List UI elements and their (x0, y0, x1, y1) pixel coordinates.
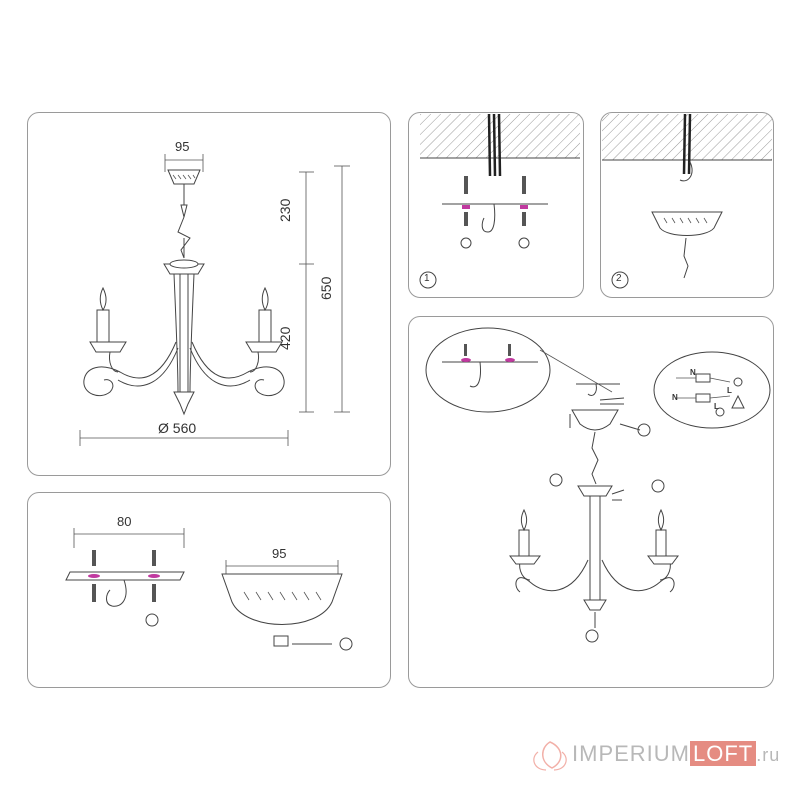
wire-label-l-top: L (727, 386, 732, 395)
dim-plate-width: 80 (117, 514, 132, 529)
step-number-1: 1 (424, 273, 430, 284)
assembly-drawing (425, 327, 771, 643)
watermark-loft: LOFT (690, 741, 757, 766)
mounting-parts-drawing (65, 528, 353, 651)
watermark-ru: .ru (756, 745, 781, 765)
watermark-imperium: IMPERIUM (572, 741, 690, 766)
wire-label-l-bottom: L (714, 402, 719, 411)
dim-total-height: 650 (318, 276, 334, 300)
dim-diameter: Ø 560 (158, 420, 197, 436)
chandelier-drawing (79, 154, 350, 446)
step1-drawing (419, 113, 580, 289)
wire-label-n-top: N (690, 368, 696, 377)
step-number-2: 2 (616, 273, 622, 284)
watermark-logo-icon (533, 741, 567, 771)
panel-chandelier-dimensions (27, 112, 391, 476)
dim-lower-height: 420 (277, 326, 293, 350)
dim-canopy-width: 95 (272, 546, 287, 561)
dim-upper-height: 230 (277, 198, 293, 222)
dim-top-width: 95 (175, 139, 190, 154)
step2-drawing (602, 113, 772, 289)
wire-label-n-bottom: N (672, 393, 678, 402)
